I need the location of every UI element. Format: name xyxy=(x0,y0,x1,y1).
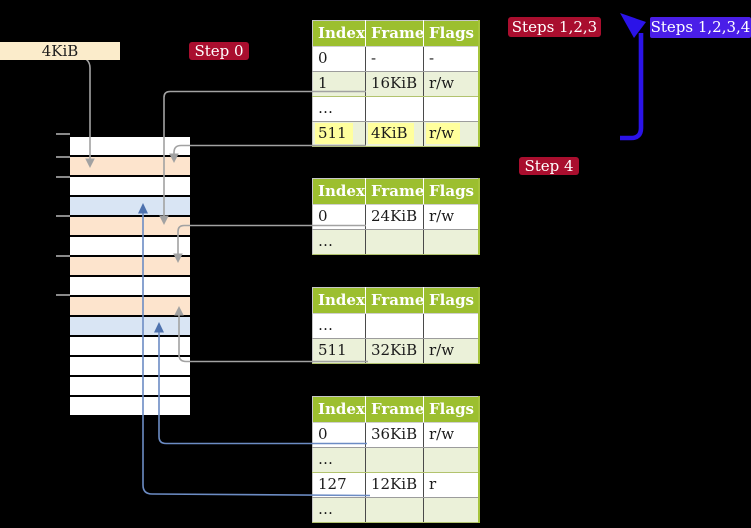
table-cell xyxy=(423,229,479,255)
table-cell: 0 xyxy=(312,46,366,72)
table-cell xyxy=(423,497,479,523)
highlighted-value: r/w xyxy=(426,123,461,144)
table-cell xyxy=(365,447,424,473)
table-cell: r/w xyxy=(423,422,479,448)
table-cell xyxy=(423,447,479,473)
table-row: … xyxy=(312,229,479,255)
table-cell: 12KiB xyxy=(365,472,424,498)
steps-1234-label: Steps 1,2,3,4 xyxy=(650,17,751,38)
table-cell: … xyxy=(312,96,366,122)
steps-flow-arrow xyxy=(620,13,646,141)
table-cell: 4KiB xyxy=(365,121,424,147)
table-cell: 127 xyxy=(312,472,366,498)
table-cell xyxy=(365,313,424,339)
steps-123-label: Steps 1,2,3 xyxy=(508,17,601,37)
memory-row-white xyxy=(70,355,190,375)
table-cell: r xyxy=(423,472,479,498)
column-header: Flags xyxy=(423,178,479,205)
step0-label: Step 0 xyxy=(189,42,249,60)
memory-row-blue xyxy=(70,195,190,215)
table-cell xyxy=(423,96,479,122)
table-cell: 0 xyxy=(312,422,366,448)
memory-row-orange xyxy=(70,295,190,315)
table-row: 0-- xyxy=(312,46,479,72)
table-row: 511 4KiB r/w xyxy=(312,121,479,147)
table-cell: r/w xyxy=(423,338,479,364)
memory-tick-marks xyxy=(56,133,70,296)
memory-row-white xyxy=(70,375,190,395)
table-cell: … xyxy=(312,497,366,523)
memory-row-orange xyxy=(70,155,190,175)
table-cell: 1 xyxy=(312,71,366,97)
column-header: Frame xyxy=(365,178,424,205)
table-cell xyxy=(423,313,479,339)
column-header: Frame xyxy=(365,20,424,47)
table-cell xyxy=(365,497,424,523)
table-cell: - xyxy=(365,46,424,72)
table-row: … xyxy=(312,497,479,523)
memory-row-white xyxy=(70,275,190,295)
column-header: Flags xyxy=(423,287,479,314)
memory-row-white xyxy=(70,175,190,195)
step4-label: Step 4 xyxy=(519,157,579,175)
table-cell: … xyxy=(312,229,366,255)
table-row: … xyxy=(312,313,479,339)
table-cell: - xyxy=(423,46,479,72)
highlighted-value: 4KiB xyxy=(368,123,414,144)
memory-row-white xyxy=(70,235,190,255)
table-cell: r/w xyxy=(423,71,479,97)
table-cell: 511 xyxy=(312,338,366,364)
column-header: Index xyxy=(312,178,366,205)
memory-row-white xyxy=(70,137,190,155)
memory-row-white xyxy=(70,395,190,415)
physical-memory-strip xyxy=(70,137,190,415)
table-cell xyxy=(365,229,424,255)
memory-row-orange xyxy=(70,255,190,275)
table-cell: r/w xyxy=(423,204,479,230)
table-cell: 36KiB xyxy=(365,422,424,448)
table-cell: 24KiB xyxy=(365,204,424,230)
memory-row-white xyxy=(70,335,190,355)
column-header: Index xyxy=(312,396,366,423)
table-row: … xyxy=(312,447,479,473)
table-row: … xyxy=(312,96,479,122)
highlighted-value: 511 xyxy=(315,123,353,144)
table-cell: … xyxy=(312,313,366,339)
column-header: Flags xyxy=(423,20,479,47)
table-cell xyxy=(365,96,424,122)
column-header: Frame xyxy=(365,396,424,423)
frame-size-label: 4KiB xyxy=(0,42,120,60)
table-cell: r/w xyxy=(423,121,479,147)
column-header: Frame xyxy=(365,287,424,314)
column-header: Index xyxy=(312,287,366,314)
memory-row-blue xyxy=(70,315,190,335)
table-cell: 16KiB xyxy=(365,71,424,97)
table-cell: 32KiB xyxy=(365,338,424,364)
table-cell: … xyxy=(312,447,366,473)
memory-row-orange xyxy=(70,215,190,235)
table-cell: 511 xyxy=(312,121,366,147)
column-header: Flags xyxy=(423,396,479,423)
arrow-entry511-to-frame xyxy=(169,144,366,163)
column-header: Index xyxy=(312,20,366,47)
table-cell: 0 xyxy=(312,204,366,230)
